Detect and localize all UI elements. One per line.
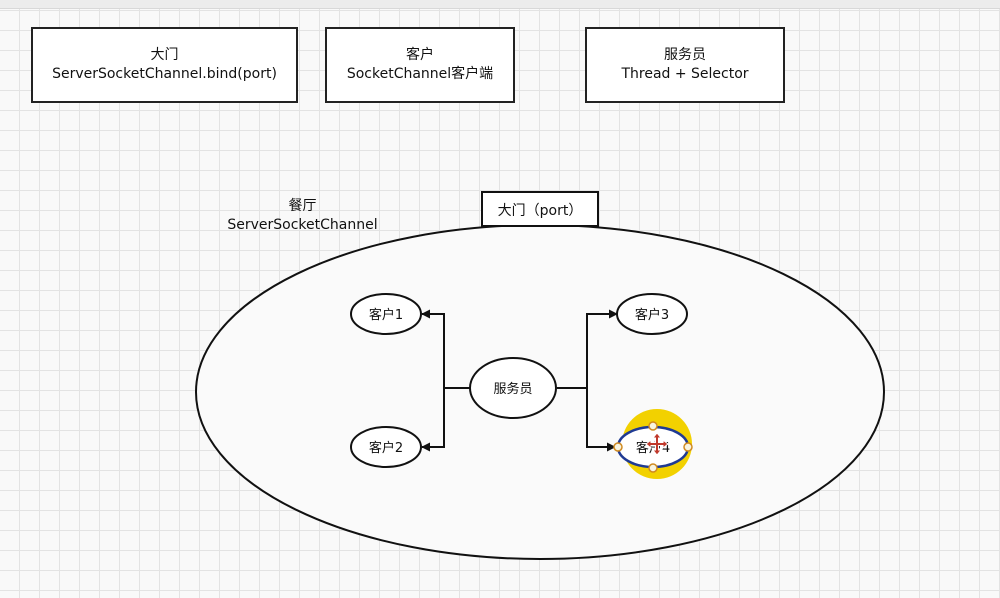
legend-client-sub: SocketChannel客户端: [346, 66, 494, 82]
client1-node[interactable]: [350, 293, 422, 335]
legend-door-sub: ServerSocketChannel.bind(port): [52, 66, 277, 82]
connector-client2: [421, 388, 445, 452]
restaurant-title: 餐厅: [288, 198, 317, 214]
legend-waiter-sub: Thread + Selector: [621, 66, 749, 82]
client3-label: 客户3: [635, 307, 669, 323]
legend-client-title: 客户: [406, 47, 434, 63]
handle-bottom: [648, 463, 658, 473]
handle-left: [613, 442, 623, 452]
legend-waiter-title: 服务员: [664, 47, 706, 63]
door-port-box[interactable]: [481, 191, 599, 227]
connectors: [421, 309, 618, 452]
legend-waiter-box[interactable]: 服务员 Thread + Selector: [585, 27, 785, 103]
connector-client1: [421, 309, 470, 389]
waiter-node[interactable]: [469, 357, 557, 419]
client1-label: 客户1: [369, 307, 403, 323]
handle-right: [683, 442, 693, 452]
legend-door-title: 大门: [150, 47, 179, 63]
legend-client-box[interactable]: 客户 SocketChannel客户端: [325, 27, 515, 103]
top-bar: [0, 0, 1000, 9]
restaurant-label: 餐厅 ServerSocketChannel: [200, 197, 405, 235]
legend-door-box[interactable]: 大门 ServerSocketChannel.bind(port): [31, 27, 298, 103]
client2-label: 客户2: [369, 440, 403, 456]
door-port-label: 大门（port）: [498, 203, 583, 219]
handle-top: [648, 421, 658, 431]
client3-node[interactable]: [616, 293, 688, 335]
waiter-node-label: 服务员: [493, 381, 532, 397]
restaurant-sub: ServerSocketChannel: [227, 217, 378, 233]
move-cursor-icon: [645, 432, 669, 456]
client2-node[interactable]: [350, 426, 422, 468]
connector-client4: [586, 388, 616, 452]
selection-handles[interactable]: [613, 421, 693, 473]
connector-client3: [557, 309, 618, 389]
